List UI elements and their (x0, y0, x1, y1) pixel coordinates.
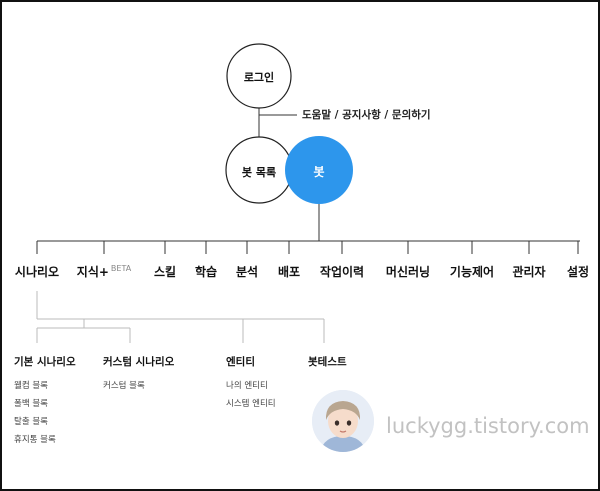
menu-feature-control: 기능제어 (449, 265, 495, 279)
item-system-entity: 시스템 엔티티 (226, 399, 276, 409)
menu-deploy: 배포 (277, 265, 301, 279)
menu-scenario: 시나리오 (14, 265, 60, 279)
menu-ml: 머신러닝 (385, 265, 431, 279)
bot-label: 봇 (313, 165, 325, 179)
menu-analysis: 분석 (235, 265, 259, 279)
beta-badge: BETA (110, 264, 132, 273)
item-custom-block: 커스텀 블록 (103, 381, 145, 391)
menu-settings: 설정 (566, 265, 590, 279)
item-fallback-block: 폴백 블록 (14, 399, 48, 409)
item-trash-block: 휴지통 블록 (14, 435, 56, 445)
watermark: luckygg.tistory.com (386, 414, 590, 438)
menu-learning: 학습 (194, 265, 218, 279)
login-node (226, 43, 292, 109)
item-my-entity: 나의 엔티티 (226, 381, 268, 391)
item-welcome-block: 웰컴 블록 (14, 381, 48, 391)
bot-node (285, 136, 353, 204)
menu-knowledge: 지식+BETA (76, 264, 132, 279)
bot-list-label: 봇 목록 (241, 166, 277, 179)
avatar-illustration (312, 390, 374, 452)
group-bot-test: 봇테스트 (308, 356, 347, 368)
help-links: 도움말 / 공지사항 / 문의하기 (302, 109, 431, 121)
menu-history: 작업이력 (319, 265, 365, 279)
menu-skill: 스킬 (153, 265, 177, 279)
group-basic-scenario: 기본 시나리오 (14, 356, 76, 368)
login-label: 로그인 (243, 71, 275, 84)
avatar (312, 390, 374, 452)
menu-ticks (36, 241, 579, 254)
item-escape-block: 탈출 블록 (14, 417, 48, 427)
group-custom-scenario: 커스텀 시나리오 (103, 356, 175, 368)
menu-admin: 관리자 (512, 265, 546, 279)
group-entity: 엔티티 (226, 356, 255, 368)
